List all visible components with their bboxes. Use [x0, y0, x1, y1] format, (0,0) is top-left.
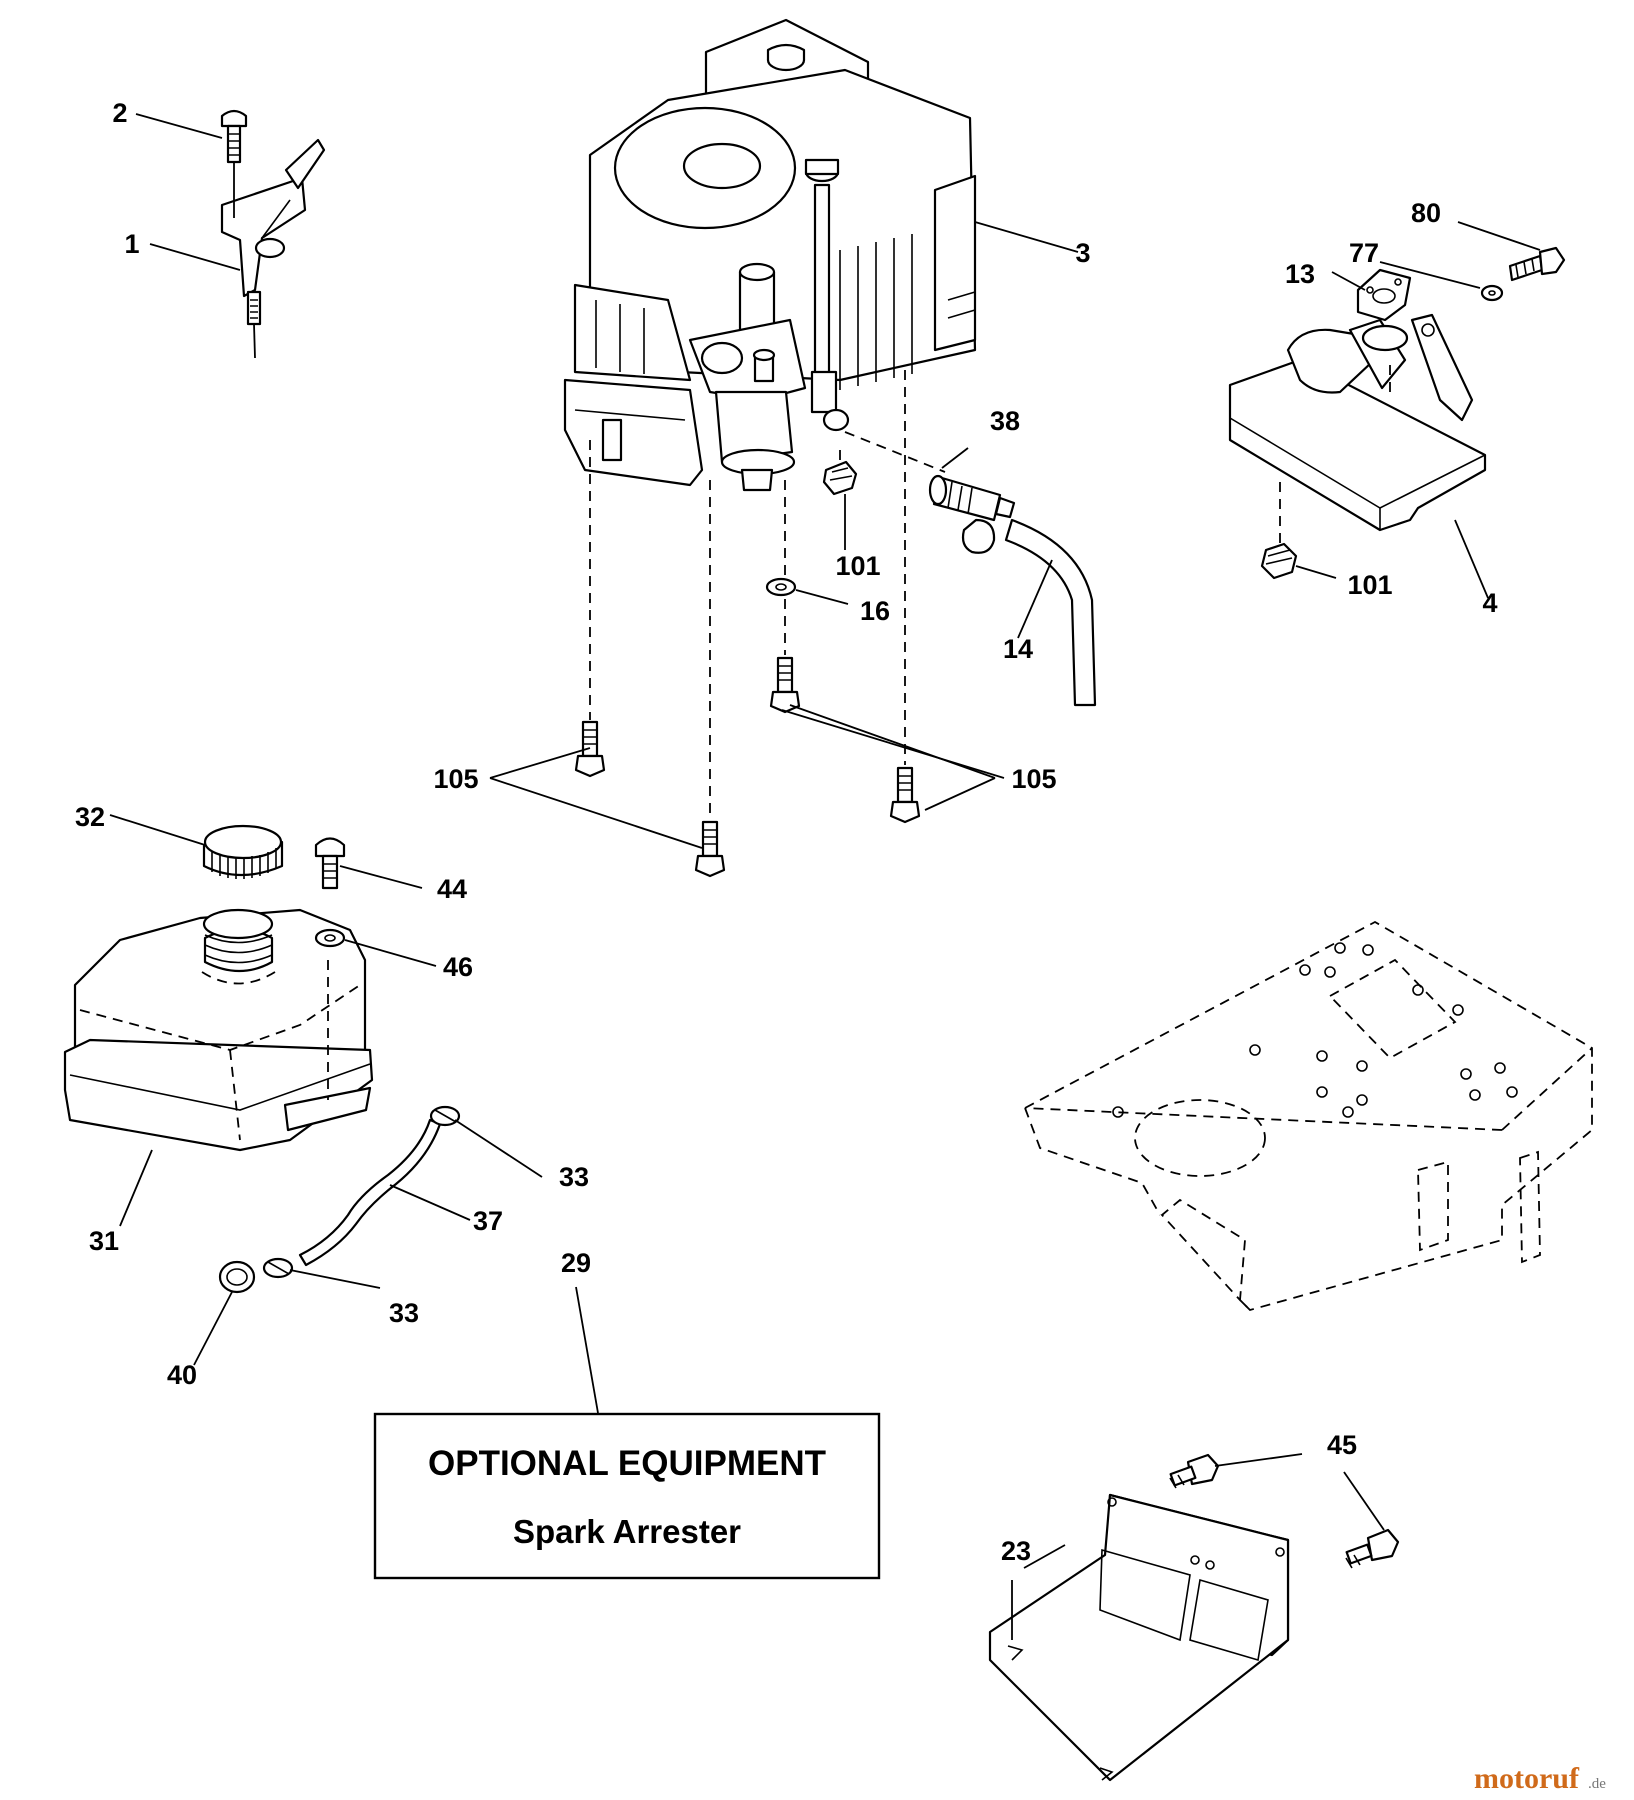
washer-46 [314, 928, 346, 948]
callout-13: 13 [1285, 259, 1315, 289]
grommet-40 [218, 1260, 256, 1294]
callout-33-upper: 33 [559, 1162, 589, 1192]
callout-32: 32 [75, 802, 105, 832]
callout-2: 2 [112, 98, 127, 128]
callout-14: 14 [1003, 634, 1033, 664]
screw-45-upper [1169, 1453, 1220, 1489]
callout-16: 16 [860, 596, 890, 626]
callout-labels: 2 1 3 80 77 13 38 101 16 14 101 4 105 10… [75, 98, 1498, 1566]
watermark-brand: motoruf [1474, 1762, 1580, 1795]
callout-101-muffler: 101 [1347, 570, 1392, 600]
optional-equipment-subtitle: Spark Arrester [513, 1513, 741, 1550]
screw-45-lower [1345, 1528, 1400, 1569]
optional-equipment-title: OPTIONAL EQUIPMENT [428, 1444, 826, 1483]
callout-3: 3 [1075, 238, 1090, 268]
callout-80: 80 [1411, 198, 1441, 228]
callout-29: 29 [561, 1248, 591, 1278]
callout-105-left: 105 [433, 764, 478, 794]
callout-101-engine: 101 [835, 551, 880, 581]
engine-mount-lines [589, 370, 946, 820]
callout-45: 45 [1327, 1430, 1357, 1460]
washer-16 [765, 577, 797, 597]
screw-44 [314, 837, 346, 890]
callout-105-right: 105 [1011, 764, 1056, 794]
bolt-105-d [889, 766, 921, 824]
callout-4: 4 [1482, 588, 1497, 618]
callout-37: 37 [473, 1206, 503, 1236]
callout-40: 40 [167, 1360, 197, 1390]
watermark-tld: .de [1588, 1776, 1606, 1792]
spark-arrester-23 [988, 1493, 1290, 1782]
fuel-cap-32 [202, 824, 284, 879]
hose-clamp-33-lower [262, 1257, 294, 1279]
bolt-105-b [694, 820, 726, 878]
bolt-80 [1508, 246, 1566, 282]
washer-77 [1480, 284, 1504, 302]
callout-31: 31 [89, 1226, 119, 1256]
bolt-105-c [769, 656, 801, 714]
fuel-hose-14 [1004, 518, 1097, 707]
fuel-line-37 [298, 1118, 442, 1267]
optional-equipment-box: OPTIONAL EQUIPMENT Spark Arrester [373, 1412, 881, 1580]
callout-38: 38 [990, 406, 1020, 436]
muffler [1228, 313, 1487, 545]
nut-101-muffler [1260, 542, 1298, 580]
fuel-fitting-38 [928, 474, 1016, 554]
frame-holes [1112, 942, 1518, 1118]
throttle-control [220, 109, 326, 359]
gasket-13 [1356, 268, 1412, 322]
bolt-105-a [574, 720, 606, 778]
callout-33-lower: 33 [389, 1298, 419, 1328]
watermark: motoruf .de [1474, 1762, 1606, 1795]
engine [563, 18, 977, 492]
callout-23: 23 [1001, 1536, 1031, 1566]
leader-lines [109, 113, 1541, 1640]
callout-46: 46 [443, 952, 473, 982]
frame-dashed [1024, 920, 1593, 1312]
hose-clamp-33-upper [429, 1105, 461, 1127]
callout-77: 77 [1349, 238, 1379, 268]
fuel-tank-31 [63, 908, 374, 1152]
callout-1: 1 [124, 229, 139, 259]
nut-101-engine [822, 460, 858, 496]
callout-44: 44 [437, 874, 467, 904]
